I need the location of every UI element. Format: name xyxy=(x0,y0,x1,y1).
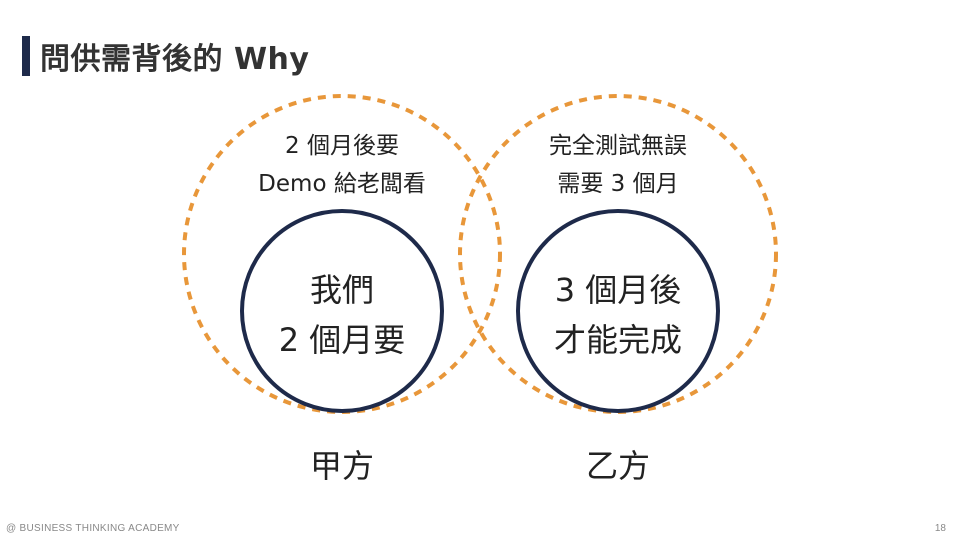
party-b-need-line-2: 需要 3 個月 xyxy=(557,171,679,197)
party-b-need-text: 完全測試無誤 需要 3 個月 xyxy=(488,127,748,203)
party-a-inner-circle xyxy=(240,209,444,413)
title-accent-bar xyxy=(22,36,30,76)
party-a-ask-line-1: 我們 xyxy=(309,271,374,309)
slide-title: 問供需背後的 Why xyxy=(40,42,310,77)
party-a-ask-text: 我們 2 個月要 xyxy=(242,265,442,365)
party-a-need-line-1: 2 個月後要 xyxy=(285,133,399,159)
footer-brand: @ BUSINESS THINKING ACADEMY xyxy=(6,523,180,534)
party-b-label: 乙方 xyxy=(585,447,650,485)
party-b-need-line-1: 完全測試無誤 xyxy=(549,133,687,159)
party-a-need-line-2: Demo 給老闆看 xyxy=(258,171,426,197)
party-b-inner-circle xyxy=(516,209,720,413)
party-b-ask-line-2: 才能完成 xyxy=(553,321,682,359)
party-b-ask-line-1: 3 個月後 xyxy=(554,271,682,309)
party-b-ask-text: 3 個月後 才能完成 xyxy=(518,265,718,365)
party-a-label: 甲方 xyxy=(309,447,374,485)
party-a-need-text: 2 個月後要 Demo 給老闆看 xyxy=(212,127,472,203)
party-a-ask-line-2: 2 個月要 xyxy=(278,321,406,359)
party-a-outer-circle xyxy=(182,94,502,414)
party-b-outer-circle xyxy=(458,94,778,414)
page-number: 18 xyxy=(934,523,946,534)
